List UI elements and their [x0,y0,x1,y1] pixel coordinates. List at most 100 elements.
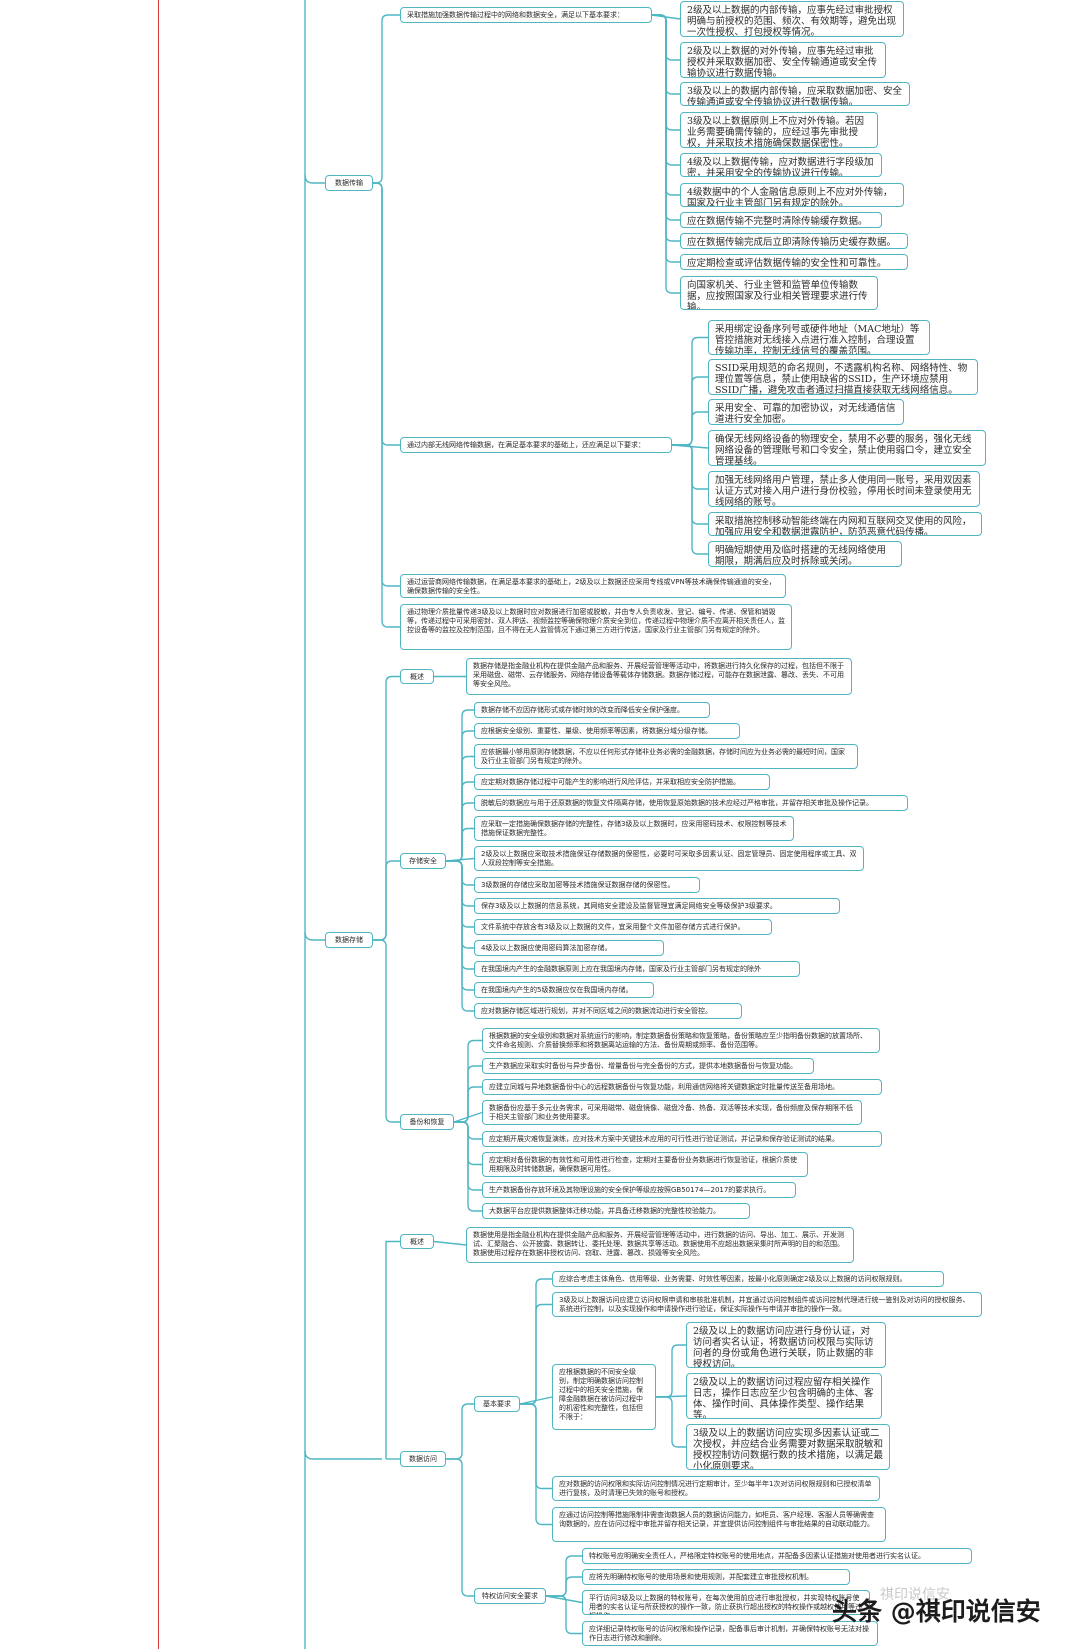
node-access-overview: 概述 [400,1234,434,1249]
connector-line [373,860,400,941]
connector-line [446,860,474,907]
node-access-overview-text: 数据使用是指金融业机构在提供金融产品和服务、开展经营管理等活动中，进行数据的访问… [466,1227,854,1263]
node-network-item-6: 4级数据中的个人金融信息原则上不应对外传输，国家及行业主管部门另有规定的除外。 [680,183,904,207]
node-storage-item-11: 4级及以上数据应使用密码算法加密存储。 [474,940,664,956]
branch-line [304,174,325,184]
watermark: 头条 @祺印说信安 [832,1597,1041,1626]
node-storage-overview-text: 数据存储是指金融业机构在提供金融产品和服务、开展经营管理等活动中，将数据进行持久… [466,658,852,695]
connector-line [519,1396,553,1405]
node-storage-item-13: 在我国境内产生的5级数据应仅在我国境内存储。 [474,982,654,998]
node-wireless-item-5: 加强无线网络用户管理，禁止多人使用同一账号，采用双因素认证方式对接入用户进行身份… [708,471,980,507]
node-wireless-item-3: 采用安全、可靠的加密协议，对无线通信信道进行安全加密。 [708,399,904,425]
node-priv-item-1: 特权账号应明确安全责任人，严格限定特权账号的使用地点，并配备多因素认证措施对使用… [582,1548,972,1564]
connector-line [672,444,708,525]
connector-line [446,860,474,970]
page-margin-line [158,0,159,1649]
node-storage-item-7: 2级及以上数据应采取技术措施保证存储数据的保密性，必要时可采取多因素认证、固定管… [474,846,864,871]
connector-line [446,1458,474,1597]
branch-line [385,1240,400,1459]
connector-line [672,411,708,446]
node-storage-item-1: 数据存储不应因存储形式或存储时效的改变而降低安全保护强度。 [474,702,710,718]
node-wireless-item-4: 确保无线网络设备的物理安全，禁用不必要的服务，强化无线网络设备的管理账号和口令安… [708,430,986,466]
node-access-basic-3: 应对数据的访问权限和实际访问控制情况进行定期审计，至少每半年1次对访问权限规则和… [552,1476,880,1501]
node-privileged-access: 特权访问安全要求 [474,1588,546,1604]
node-storage-item-3: 应依据最小够用原则存储数据，不应以任何形式存储非业务必需的金融数据，存储时间应为… [474,744,858,769]
connector-line [433,1240,467,1246]
node-access-basic-1: 应综合考虑主体角色、信用等级、业务需要、时效性等因素，按最小化原则确定2级及以上… [552,1271,944,1287]
node-network-item-4: 3级及以上数据原则上不应对外传输。若因业务需要确需传输的，应经过事先审批授权，并… [680,112,878,148]
node-backup-recovery: 备份和恢复 [400,1114,454,1130]
node-backup-item-8: 大数据平台应提供数据整体迁移功能，并具备迁移数据的完整性校验能力。 [482,1203,750,1219]
node-tech-item-1: 2级及以上的数据访问应进行身份认证，对访问者实名认证，将数据访问权限与实际访问者… [686,1322,886,1368]
node-storage-security: 存储安全 [400,853,446,869]
connector-line [546,1595,582,1635]
node-network-item-9: 应定期检查或评估数据传输的安全性和可靠性。 [680,254,908,270]
connector-line [446,730,474,862]
node-tech-item-3: 3级及以上的数据访问应实现多因素认证或二次授权，并应结合业务需要对数据采取脱敏和… [686,1424,890,1470]
node-data-storage: 数据存储 [325,932,373,948]
node-priv-item-2: 应将先明确特权账号的使用场景和使用规则，并配套建立审批授权机制。 [582,1569,850,1585]
node-backup-item-1: 根据数据的安全级别和数据对系统运行的影响，制定数据备份策略和恢复策略，备份策略应… [482,1028,880,1053]
node-physical-media: 通过物理介质批量传递3级及以上数据时应对数据进行加密或脱敏，并由专人负责收发、登… [400,604,792,650]
node-backup-item-3: 应建立同城与异地数据备份中心的远程数据备份与恢复功能，利用通信网络将关键数据定时… [482,1079,882,1095]
connector-line [446,1403,474,1460]
connector-line [453,1111,483,1123]
node-network-item-1: 2级及以上数据的内部传输，应事先经过审批授权明确与前授权的范围、频次、有效期等，… [680,1,904,37]
node-storage-item-8: 3级数据的存储应采取加密等技术措施保证数据存储的保密性。 [474,877,700,893]
node-network-item-2: 2级及以上数据的对外传输，应事先经过审批授权并采取数据加密、安全传输通道或安全传… [680,42,886,78]
node-data-transmission: 数据传输 [325,175,373,191]
connector-line [546,1576,582,1597]
node-storage-item-10: 文件系统中存放含有3级及以上数据的文件，宜采用整个文件加密存储方式进行保护。 [474,919,772,935]
node-wireless-item-1: 采用绑定设备序列号或硬件地址（MAC地址）等管控措施对无线接入点进行准入控制，合… [708,320,930,355]
node-network-item-5: 4级及以上数据传输，应对数据进行字段级加密，并采用安全的传输协议进行传输。 [680,153,882,177]
node-storage-item-14: 应对数据存储区域进行规划，并对不同区域之间的数据流动进行安全管控。 [474,1003,742,1019]
connector-line [520,1303,552,1405]
connector-line [373,182,400,587]
node-access-basic-4: 应通过访问控制等措施限制非需查询数据人员的数据访问能力，如柜员、客户经理、客服人… [552,1507,886,1542]
node-storage-item-9: 保存3级及以上数据的信息系统，其网络安全建设及监督管理宜满足网络安全等级保护3级… [474,898,840,914]
connector-line [446,860,474,949]
node-backup-item-6: 应定期对备份数据的有效性和可用性进行检查，定期对主要备份业务数据进行恢复验证，根… [482,1152,808,1177]
connector-line [446,802,474,862]
node-storage-item-5: 脱敏后的数据应与用于还原数据的恢复文件隔离存储，使用恢复原始数据的技术应经过严格… [474,795,908,811]
node-storage-item-6: 应采取一定措施确保数据存储的完整性，存储3级及以上数据时，应采用密码技术、权限控… [474,816,794,841]
connector-line [446,860,474,886]
connector-line [672,336,708,446]
node-network-item-3: 3级及以上的数据内部传输，应采取数据加密、安全传输通道或安全传输协议进行数据传输… [680,82,910,106]
connector-line [446,860,474,928]
connector-line [672,444,708,555]
node-priv-item-3: 平行访问3级及以上数据的特权账号，在每次使用前应进行审批授权，并实现特权账号使用… [582,1590,870,1615]
node-backup-item-4: 数据备份应基于多元业务需求，可采用磁带、磁盘镜像、磁盘冷备、热备、双活等技术实现… [482,1100,862,1125]
connector-line [546,1555,582,1597]
connector-line [672,444,708,490]
connector-line [373,182,400,446]
node-wireless-requirement: 通过内部无线网络传输数据，在满足基本要求的基础上，还应满足以下要求： [400,437,672,453]
connector-line [446,781,474,862]
node-tech-item-2: 2级及以上的数据访问过程应留存相关操作日志，操作日志应至少包含明确的主体、客体、… [686,1373,882,1419]
connector-line [672,376,708,446]
node-storage-item-2: 应根据安全级别、重要性、量级、使用频率等因素，将数据分域分级存储。 [474,723,740,739]
node-tech-measures: 应根据数据的不同安全级别，制定明确数据访问控制过程中的相关安全措施，保障金融数据… [552,1364,656,1430]
branch-line [304,1450,382,1460]
connector-line [446,860,474,991]
node-access-basic-2: 3级及以上数据访问应建立访问权限申请和审核批准机制，并宜通过访问控制组件或访问控… [552,1292,982,1317]
branch-line [304,931,325,941]
node-storage-item-4: 应定期对数据存储过程中可能产生的影响进行风险评估，并采取相应安全防护措施。 [474,774,770,790]
node-backup-item-2: 生产数据应采取实时备份与异步备份、增量备份与完全备份的方式，提供本地数据备份与恢… [482,1058,814,1074]
node-network-requirement: 采取措施加强数据传输过程中的网络和数据安全，满足以下基本要求： [400,7,652,23]
node-network-item-8: 应在数据传输完成后立即清除传输历史缓存数据。 [680,233,908,249]
node-data-access: 数据访问 [400,1451,446,1467]
node-network-item-10: 向国家机关、行业主管和监管单位传输数据，应按照国家及行业相关管理要求进行传输。 [680,276,878,310]
node-wireless-item-2: SSID采用规范的命名规则，不透露机构名称、网络特性、物理位置等信息，禁止使用缺… [708,359,978,395]
connector-line [373,14,400,184]
node-wireless-item-7: 明确短期使用及临时搭建的无线网络使用期限，期满后应及时拆除或关闭。 [708,541,902,567]
node-storage-overview: 概述 [400,669,434,684]
connector-line [656,1344,686,1398]
connector-line [446,827,474,862]
connector-line [520,1403,552,1526]
connector-line [454,1121,482,1212]
node-storage-item-12: 在我国境内产生的金融数据原则上应在我国境内存储，国家及行业主管部门另有规定的除外 [474,961,800,977]
connector-line [545,1595,583,1604]
